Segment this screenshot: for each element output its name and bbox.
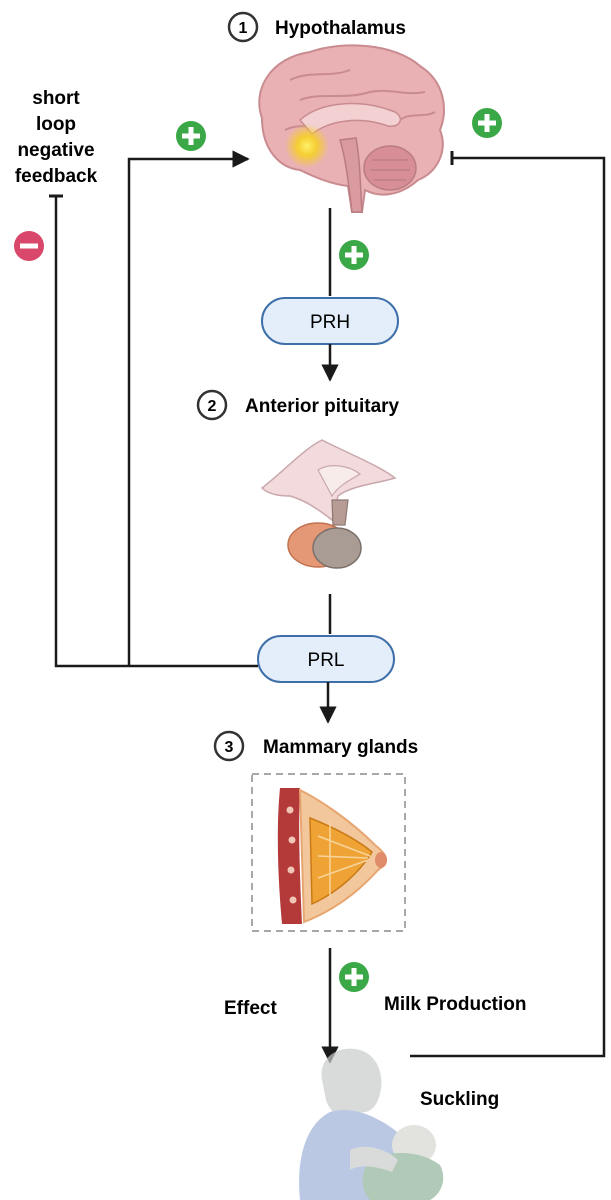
prl-pill: [257, 635, 395, 683]
pituitary-illustration: [260, 439, 397, 569]
feedback-line-1: short: [32, 88, 80, 109]
prl-label: PRL: [308, 650, 345, 671]
feedback-line-3: negative: [17, 140, 94, 161]
short-loop-feedback-label: short loop negative feedback: [15, 88, 98, 187]
feedback-line-2: loop: [36, 114, 76, 135]
step-1-label: Hypothalamus: [275, 18, 406, 39]
milk-production-label: Milk Production: [384, 994, 527, 1015]
step-1-title: 1 Hypothalamus: [227, 11, 406, 43]
mammary-frame: [251, 773, 406, 932]
step-1-number: 1: [239, 20, 248, 37]
step-3-number-circle: [213, 730, 245, 762]
step-2-label: Anterior pituitary: [245, 396, 400, 417]
nursing-mother-illustration: [299, 1048, 444, 1200]
step-2-title: 2 Anterior pituitary: [196, 389, 400, 421]
mammary-gland-illustration: [277, 788, 387, 924]
step-3-number: 3: [225, 739, 234, 756]
hypothalamus-glow: [285, 124, 329, 168]
plus-circle-icon: [176, 121, 206, 151]
minus-circle-icon: [14, 231, 44, 261]
suckling-label: Suckling: [420, 1089, 499, 1110]
plus-circle-icon: [339, 240, 369, 270]
step-2-number: 2: [208, 398, 217, 415]
prl-to-hypothalamus-line: [127, 150, 250, 666]
suckling-feedback-line: [410, 156, 606, 1058]
brain-illustration: [258, 44, 445, 213]
plus-circle-icon: [472, 108, 502, 138]
step-2-number-circle: [196, 389, 228, 421]
plus-circle-icon: [339, 962, 369, 992]
step-1-number-circle: [227, 11, 259, 43]
effect-label: Effect: [224, 998, 277, 1019]
step-3-label: Mammary glands: [263, 737, 418, 758]
feedback-line-4: feedback: [15, 166, 98, 187]
short-loop-feedback-line: [54, 196, 258, 668]
step-3-title: 3 Mammary glands: [213, 730, 418, 762]
prh-label: PRH: [310, 312, 350, 333]
